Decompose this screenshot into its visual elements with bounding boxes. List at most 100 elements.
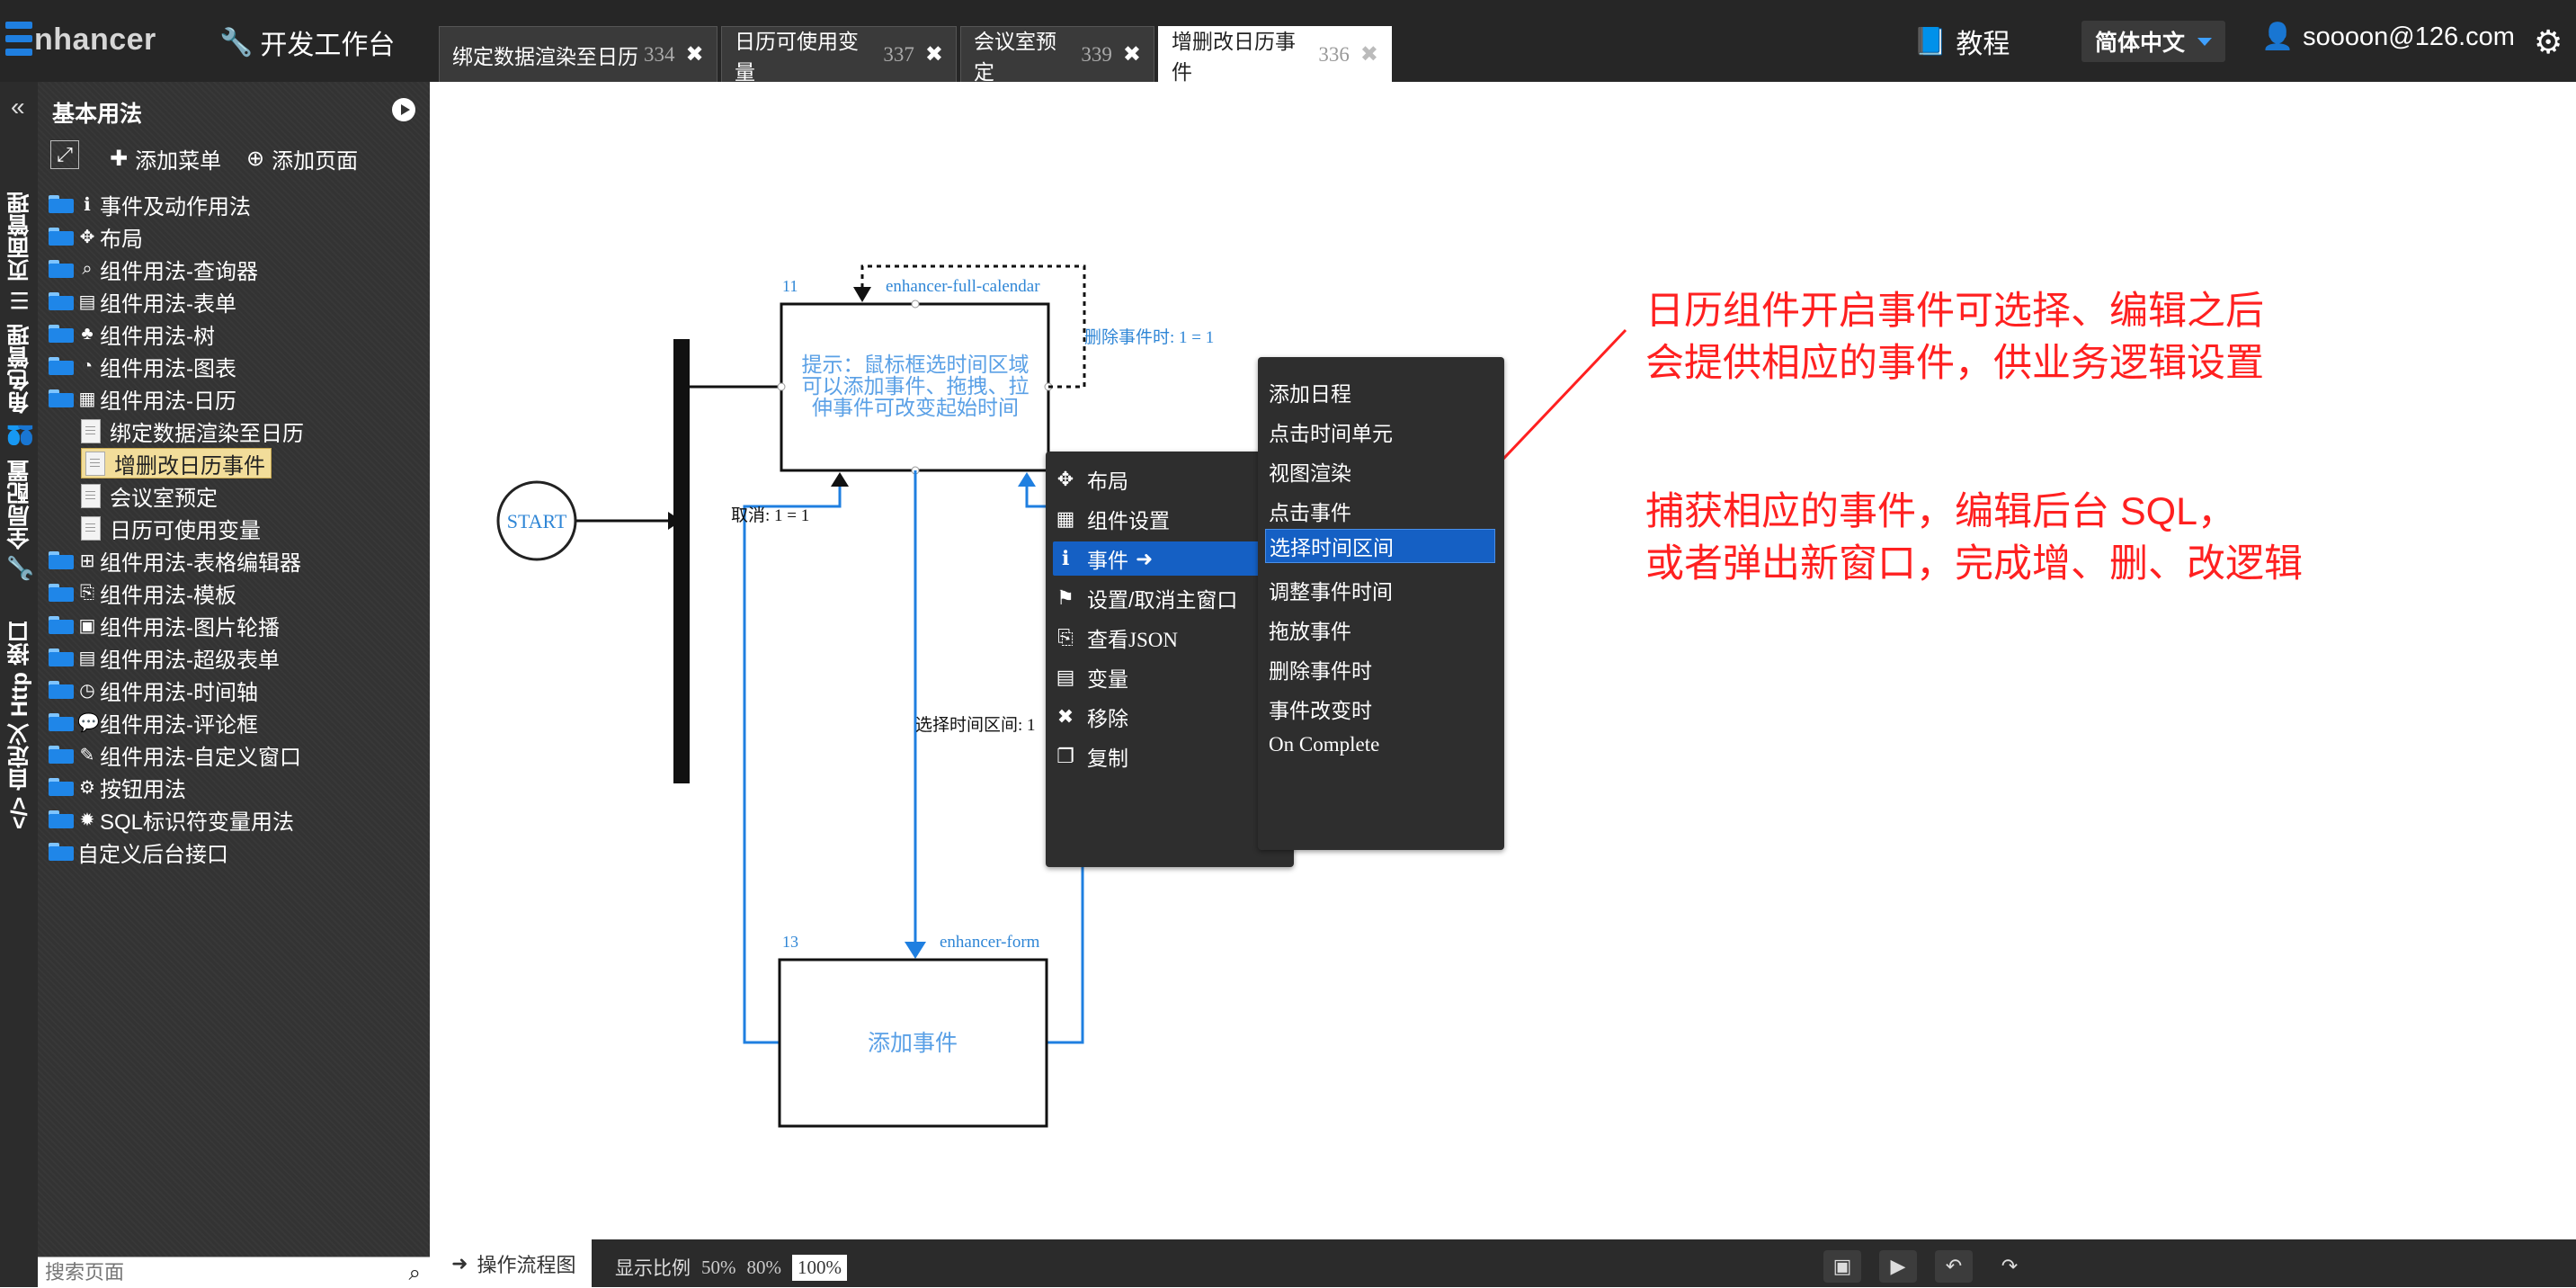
tree-item-custom-window[interactable]: ✎组件用法-自定义窗口 — [49, 739, 301, 770]
rail-tab-http-api[interactable]: </> 自定义 Http 接口 — [6, 621, 33, 829]
book-icon: 📘 — [1913, 26, 1948, 57]
close-icon[interactable]: ✖ — [1122, 42, 1141, 67]
caret-down-icon — [2197, 37, 2212, 46]
zoom-100[interactable]: 100% — [792, 1254, 847, 1281]
tree-item-bind-data[interactable]: 绑定数据渲染至日历 — [81, 416, 304, 446]
add-menu-button[interactable]: ✚添加菜单 — [110, 147, 222, 174]
tree-item-carousel[interactable]: ▣组件用法-图片轮播 — [49, 610, 280, 640]
cancel-edge[interactable] — [743, 485, 842, 1044]
edit-icon: ✎ — [79, 745, 95, 765]
tree-item-custom-api[interactable]: 自定义后台接口 — [49, 836, 228, 867]
pie-chart-icon: ◔ — [81, 355, 94, 376]
fork-bar[interactable] — [673, 339, 690, 783]
submenu-item[interactable]: 视图渲染 — [1269, 461, 1351, 485]
info-icon: ℹ — [1061, 547, 1070, 569]
menu-item-copy[interactable]: ❐复制 — [1053, 739, 1287, 774]
calendar-node-id: 11 — [782, 277, 798, 295]
tree-item-buttons[interactable]: ⚙按钮用法 — [49, 772, 186, 802]
logo-mark-icon — [5, 20, 32, 59]
search-input[interactable] — [38, 1257, 394, 1288]
tree-item-query[interactable]: ⌕组件用法-查询器 — [49, 254, 258, 284]
menu-item-component-settings[interactable]: ▦组件设置 — [1053, 502, 1287, 536]
folder-open-icon — [49, 389, 74, 407]
comment-icon: 💬 — [77, 712, 100, 733]
form-node[interactable] — [778, 958, 1048, 1128]
redo-icon[interactable]: ↷ — [2001, 1255, 2019, 1277]
submenu-item[interactable]: On Complete — [1269, 733, 1380, 756]
tree-item-form[interactable]: ▤组件用法-表单 — [49, 286, 236, 317]
flow-canvas[interactable]: START 11 enhancer-full-calendar 提示：鼠标框选时… — [430, 82, 2576, 1239]
menu-item-remove[interactable]: ✖移除 — [1053, 700, 1287, 734]
delete-event-edge[interactable] — [860, 264, 1086, 389]
close-icon[interactable]: ✖ — [685, 42, 704, 67]
tree-item-calendar-vars[interactable]: 日历可使用变量 — [81, 513, 261, 543]
zoom-50[interactable]: 50% — [701, 1256, 736, 1278]
language-select[interactable]: 简体中文 — [2081, 21, 2225, 62]
expand-icon[interactable]: ⤢ — [50, 140, 79, 169]
code-icon: </> — [6, 796, 32, 829]
cog-icon: ✹ — [79, 809, 95, 830]
tree-item-tree[interactable]: ♣组件用法-树 — [49, 318, 215, 349]
submenu-item[interactable]: 拖放事件 — [1269, 620, 1351, 643]
tree-item-super-form[interactable]: ▤组件用法-超级表单 — [49, 642, 280, 673]
menu-item-view-json[interactable]: ⎘查看JSON — [1053, 621, 1287, 655]
workbench-label: 开发工作台 — [260, 31, 396, 60]
annotation-text: 捕获相应的事件，编辑后台 SQL， — [1645, 490, 2236, 533]
submenu-item[interactable]: 调整事件时间 — [1269, 580, 1393, 604]
play-icon[interactable]: ▶ — [1879, 1250, 1917, 1283]
tree-item-chart[interactable]: ◔组件用法-图表 — [49, 351, 236, 381]
close-icon[interactable]: ✖ — [1359, 42, 1378, 67]
menu-item-variables[interactable]: ▤变量 — [1053, 660, 1287, 694]
tree-item-sql-vars[interactable]: ✹SQL标识符变量用法 — [49, 804, 294, 835]
folder-icon — [49, 648, 74, 666]
start-node[interactable] — [496, 480, 577, 561]
play-icon[interactable] — [392, 98, 415, 121]
app-logo[interactable]: nhancer — [5, 20, 156, 59]
search-bar: ⌕ — [38, 1257, 430, 1288]
workbench-button[interactable]: 🔧 开发工作台 — [219, 22, 395, 62]
logo-text: nhancer — [34, 22, 156, 57]
page-icon — [81, 418, 101, 443]
user-menu[interactable]: 👤 soooon@126.com — [2261, 22, 2515, 52]
tree-item-meeting-room[interactable]: 会议室预定 — [81, 480, 218, 511]
collapse-icon[interactable]: « — [11, 93, 25, 121]
tutorial-link[interactable]: 📘 教程 — [1913, 26, 2010, 60]
wrench-icon: 🔧 — [219, 27, 254, 58]
submenu-item[interactable]: 点击事件 — [1269, 501, 1351, 524]
submenu-item[interactable]: 添加日程 — [1269, 382, 1351, 406]
undo-icon[interactable]: ↶ — [1935, 1250, 1973, 1283]
file-code-icon: ⎘ — [1057, 626, 1074, 648]
save-icon[interactable]: ▣ — [1823, 1250, 1861, 1283]
gear-icon[interactable]: ⚙ — [2534, 23, 2563, 60]
submenu-item[interactable]: 事件改变时 — [1269, 699, 1372, 722]
tree-item-template[interactable]: ⎘组件用法-模板 — [49, 577, 236, 608]
tree-item-calendar[interactable]: ▦组件用法-日历 — [49, 383, 236, 414]
folder-icon — [49, 551, 74, 569]
plus-circle-icon: ⊕ — [246, 147, 265, 171]
page-icon — [85, 451, 105, 476]
submenu-item[interactable]: 点击时间单元 — [1269, 422, 1393, 445]
select-range-label: 选择时间区间: 1 — [915, 715, 1036, 735]
tree-item-timeline[interactable]: ◷组件用法-时间轴 — [49, 675, 258, 705]
zoom-80[interactable]: 80% — [746, 1256, 782, 1278]
tree-item-layout[interactable]: ✥布局 — [49, 221, 143, 252]
submenu-item[interactable]: 删除事件时 — [1269, 659, 1372, 683]
tree-item-comment[interactable]: 💬组件用法-评论框 — [49, 707, 258, 738]
folder-icon — [49, 746, 74, 764]
add-page-button[interactable]: ⊕添加页面 — [246, 147, 359, 174]
tree-item-crud-events[interactable]: 增删改日历事件 — [81, 448, 272, 479]
submenu-item-selected[interactable]: 选择时间区间 — [1265, 529, 1495, 563]
menu-item-layout[interactable]: ✥布局 — [1053, 462, 1287, 496]
close-icon[interactable]: ✖ — [924, 42, 943, 67]
search-icon[interactable]: ⌕ — [408, 1261, 421, 1285]
tree-item-table-editor[interactable]: ⊞组件用法-表格编辑器 — [49, 545, 301, 576]
flow-chart-tab[interactable]: ➜ 操作流程图 — [430, 1239, 592, 1287]
menu-item-main-window[interactable]: ⚑设置/取消主窗口 — [1053, 581, 1287, 615]
